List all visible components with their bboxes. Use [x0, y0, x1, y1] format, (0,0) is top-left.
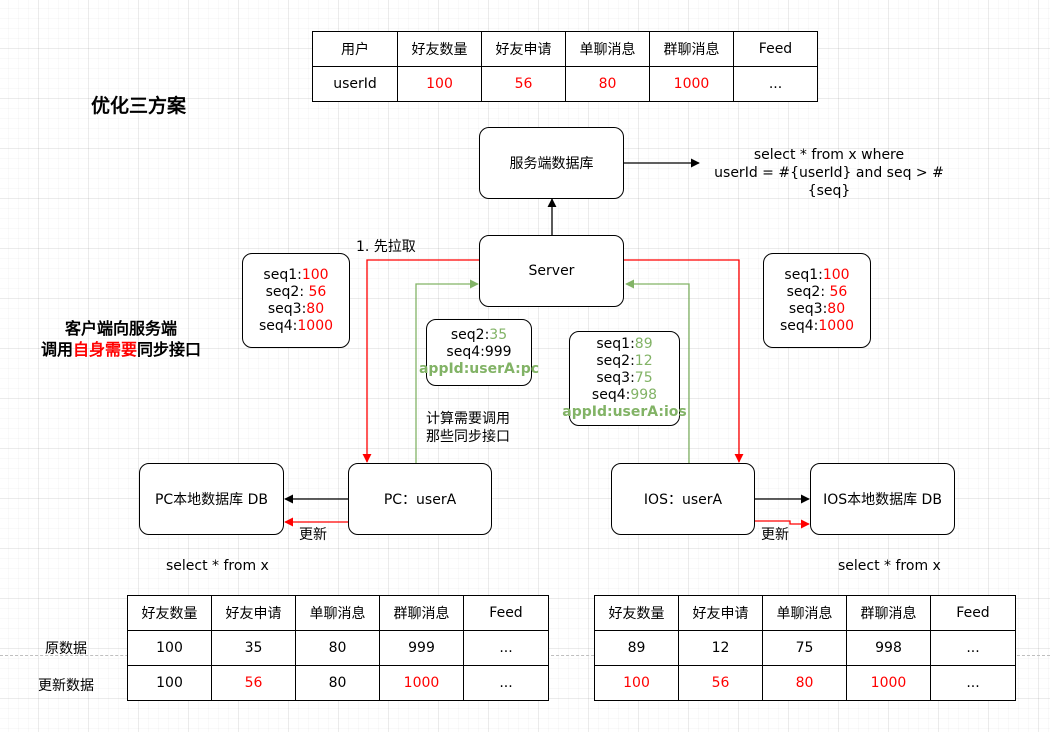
table-header-row: 好友数量 好友申请 单聊消息 群聊消息 Feed	[594, 595, 1016, 631]
ios-update-label: 更新	[761, 527, 789, 543]
pc-client-node[interactable]: PC：userA	[348, 463, 492, 535]
left-seq-note: seq1:100 seq2: 56 seq3:80 seq4:1000	[242, 253, 350, 348]
table-cell: 1000	[846, 665, 931, 701]
subtitle-line2-pre: 调用	[40, 340, 73, 359]
table-header-cell: 群聊消息	[649, 31, 734, 67]
table-cell: ...	[463, 630, 549, 666]
table-cell: ...	[930, 630, 1016, 666]
table-header-cell: Feed	[463, 595, 549, 631]
table-header-cell: 好友申请	[678, 595, 763, 631]
pc-data-table: 好友数量 好友申请 单聊消息 群聊消息 Feed 100 35 80 999 .…	[127, 595, 549, 701]
compute-label: 计算需要调用 那些同步接口	[426, 411, 510, 445]
table-header-cell: Feed	[930, 595, 1016, 631]
ios-local-db-node[interactable]: IOS本地数据库 DB	[810, 463, 955, 535]
seq-line: seq1:100	[784, 266, 850, 283]
table-header-cell: 群聊消息	[846, 595, 931, 631]
table-header-row: 好友数量 好友申请 单聊消息 群聊消息 Feed	[127, 595, 549, 631]
right-seq-note: seq1:100 seq2: 56 seq3:80 seq4:1000	[763, 253, 871, 348]
subtitle-line2-highlight: 自身需要	[72, 340, 137, 359]
table-header-cell: 好友申请	[211, 595, 296, 631]
table-header-cell: 好友数量	[127, 595, 212, 631]
table-cell: 80	[295, 665, 380, 701]
table-cell: 56	[481, 66, 566, 102]
seq-line: seq3:75	[596, 370, 653, 386]
diagram-title: 优化三方案	[91, 95, 187, 117]
top-data-table: 用户 好友数量 好友申请 单聊消息 群聊消息 Feed userId 100 5…	[312, 31, 818, 102]
subtitle-line2-post: 同步接口	[137, 340, 202, 359]
table-header-cell: 群聊消息	[379, 595, 464, 631]
server-db-node[interactable]: 服务端数据库	[479, 127, 624, 199]
table-cell: 100	[594, 665, 679, 701]
pc-update-label: 更新	[299, 527, 327, 543]
table-cell: 80	[295, 630, 380, 666]
table-cell: 998	[846, 630, 931, 666]
seq-line: seq3:80	[267, 300, 325, 317]
seq-line: seq2:12	[596, 353, 653, 369]
seq-line: seq4:999	[446, 344, 512, 360]
pull-label: 1. 先拉取	[356, 239, 416, 255]
seq-line: seq2: 56	[786, 283, 848, 300]
table-cell: 100	[127, 630, 212, 666]
seq-line: seq4:1000	[258, 317, 334, 334]
pc-query-text: select * from x	[166, 558, 269, 574]
table-header-cell: 单聊消息	[762, 595, 847, 631]
server-query-line2: userId = #{userId} and seq > #{seq}	[714, 165, 944, 199]
table-cell: 999	[379, 630, 464, 666]
app-id-line: appId:userA:pc	[418, 361, 540, 377]
table-cell: 100	[397, 66, 482, 102]
row-label-updated: 更新数据	[38, 678, 94, 694]
server-query-line1: select * from x where	[753, 147, 905, 163]
subtitle-line2: 调用自身需要同步接口	[36, 339, 206, 360]
table-cell: 1000	[649, 66, 734, 102]
seq-line: seq4:998	[591, 387, 658, 403]
ios-request-note: seq1:89 seq2:12 seq3:75 seq4:998 appId:u…	[562, 331, 687, 426]
seq-line: seq4:1000	[779, 317, 855, 334]
table-header-cell: 单聊消息	[565, 31, 650, 67]
table-cell: 35	[211, 630, 296, 666]
pc-request-note: seq2:35 seq4:999 appId:userA:pc	[419, 319, 539, 386]
table-cell: 80	[762, 665, 847, 701]
server-query-text: select * from x where userId = #{userId}…	[705, 146, 953, 200]
pc-local-db-node[interactable]: PC本地数据库 DB	[139, 463, 284, 535]
table-cell: 1000	[379, 665, 464, 701]
table-row: 100 35 80 999 ...	[127, 630, 549, 666]
subtitle-line1: 客户端向服务端	[64, 319, 177, 338]
table-header-cell: 单聊消息	[295, 595, 380, 631]
table-header-cell: 用户	[312, 31, 398, 67]
table-row: userId 100 56 80 1000 ...	[312, 66, 818, 102]
table-cell: 56	[678, 665, 763, 701]
ios-update-arrow	[755, 519, 810, 529]
table-header-cell: Feed	[733, 31, 818, 67]
ios-data-table: 好友数量 好友申请 单聊消息 群聊消息 Feed 89 12 75 998 ..…	[594, 595, 1016, 701]
table-cell: 12	[678, 630, 763, 666]
table-header-row: 用户 好友数量 好友申请 单聊消息 群聊消息 Feed	[312, 31, 818, 67]
seq-line: seq2:35	[450, 327, 508, 343]
table-header-cell: 好友数量	[594, 595, 679, 631]
app-id-line: appId:userA:ios	[562, 404, 687, 420]
seq-line: seq3:80	[788, 300, 846, 317]
table-cell: userId	[312, 66, 398, 102]
table-cell: 75	[762, 630, 847, 666]
seq-line: seq1:89	[596, 336, 653, 352]
seq-line: seq1:100	[263, 266, 329, 283]
table-row: 89 12 75 998 ...	[594, 630, 1016, 666]
table-header-cell: 好友申请	[481, 31, 566, 67]
seq-line: seq2: 56	[265, 283, 327, 300]
table-cell: ...	[463, 665, 549, 701]
table-cell: 89	[594, 630, 679, 666]
table-row: 100 56 80 1000 ...	[127, 665, 549, 701]
ios-client-node[interactable]: IOS：userA	[611, 463, 755, 535]
row-label-original: 原数据	[45, 641, 87, 657]
table-row: 100 56 80 1000 ...	[594, 665, 1016, 701]
table-cell: ...	[733, 66, 818, 102]
diagram-subtitle: 客户端向服务端 调用自身需要同步接口	[36, 318, 206, 360]
table-cell: ...	[930, 665, 1016, 701]
table-cell: 56	[211, 665, 296, 701]
table-header-cell: 好友数量	[397, 31, 482, 67]
table-cell: 80	[565, 66, 650, 102]
ios-query-text: select * from x	[838, 558, 941, 574]
server-node[interactable]: Server	[479, 235, 624, 307]
table-cell: 100	[127, 665, 212, 701]
